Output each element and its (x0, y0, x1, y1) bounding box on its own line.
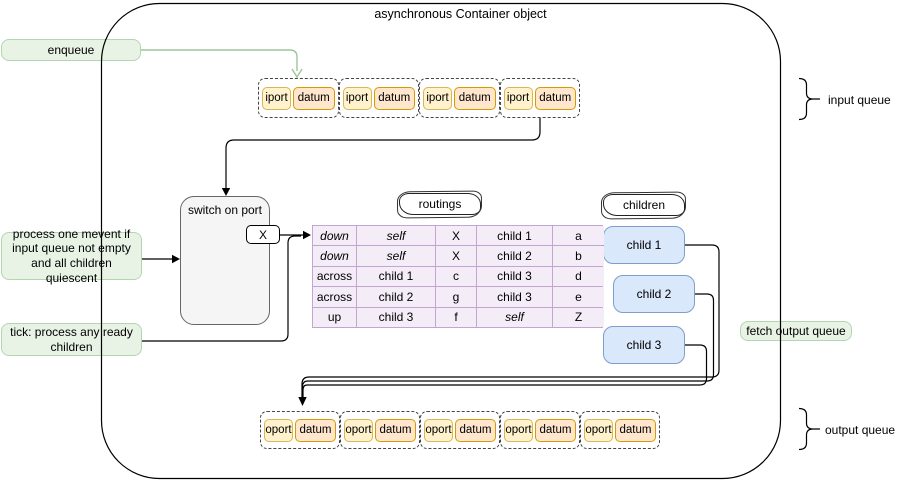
routing-cell-r2c1: down (313, 246, 356, 266)
routing-cell-r3c1: across (313, 266, 356, 287)
iport-cell: iport (503, 86, 533, 110)
routing-cell-r4c3: g (436, 287, 476, 307)
routing-cell-r4c4: child 3 (477, 287, 552, 307)
switch-on-port-node: switch on port (180, 196, 270, 325)
routing-cell-r1c1: down (313, 226, 356, 246)
routing-cell-r2c2: self (357, 246, 435, 266)
routing-cell-r3c5: d (553, 266, 604, 287)
routing-cell-r5c2: child 3 (357, 307, 435, 327)
enqueue-arrow (141, 49, 298, 71)
iport-cell: iport (342, 86, 372, 110)
child-node-3: child 3 (603, 326, 685, 364)
input-to-switch-arrowhead (221, 188, 231, 196)
datum-cell: datum (455, 418, 496, 442)
enqueue-note: enqueue (1, 39, 141, 61)
oport-cell: oport (504, 418, 533, 442)
oport-cell: oport (584, 418, 613, 442)
routing-cell-r5c5: Z (553, 307, 604, 327)
container-title: asynchronous Container object (374, 7, 547, 21)
routing-cell-r4c5: e (553, 287, 604, 307)
routings-header: routings (399, 193, 481, 215)
routing-cell-r3c2: child 1 (357, 266, 435, 287)
process-to-switch-arrowhead (172, 254, 180, 264)
input-to-switch-connector (225, 118, 541, 189)
datum-cell: datum (375, 418, 416, 442)
port-x-badge: X (246, 225, 280, 244)
datum-cell: datum (454, 86, 496, 110)
routing-cell-r5c4: self (477, 307, 552, 327)
datum-cell: datum (293, 86, 335, 110)
iport-cell: iport (423, 86, 452, 110)
oport-cell: oport (424, 418, 453, 442)
datum-cell: datum (295, 418, 336, 442)
children-header: children (603, 194, 685, 216)
tick-note: tick: process any ready children (1, 323, 142, 356)
routing-cell-r1c4: child 1 (477, 226, 552, 246)
routing-cell-r5c1: up (313, 307, 356, 327)
enqueue-arrowhead (291, 68, 303, 79)
routing-cell-r1c2: self (357, 226, 435, 246)
output-queue-label: output queue (825, 423, 896, 437)
child-node-1: child 1 (603, 226, 685, 264)
process-note: process one mevent if input queue not em… (1, 227, 142, 285)
child-node-2: child 2 (613, 275, 695, 313)
dispatch-arrowhead (303, 230, 311, 240)
oport-cell: oport (344, 418, 373, 442)
routing-cell-r1c5: a (553, 226, 604, 246)
routing-cell-r1c3: X (436, 226, 476, 246)
datum-cell: datum (535, 418, 576, 442)
output-queue-brace (798, 407, 820, 451)
routing-cell-r4c2: child 2 (357, 287, 435, 307)
routing-cell-r2c5: b (553, 246, 604, 266)
routing-cell-r2c4: child 2 (477, 246, 552, 266)
output-arrowhead (298, 397, 307, 406)
input-queue-label: input queue (828, 93, 891, 107)
routing-cell-r5c3: f (436, 307, 476, 327)
input-queue-brace (798, 77, 820, 121)
routing-cell-r2c3: X (436, 246, 476, 266)
oport-cell: oport (264, 418, 293, 442)
fetch-output-note: fetch output queue (740, 321, 852, 341)
routing-cell-r3c3: c (436, 266, 476, 287)
datum-cell: datum (373, 86, 415, 110)
routing-cell-r3c4: child 3 (477, 266, 552, 287)
datum-cell: datum (615, 418, 656, 442)
routing-cell-r4c1: across (313, 287, 356, 307)
datum-cell: datum (534, 86, 576, 110)
iport-cell: iport (262, 86, 291, 110)
